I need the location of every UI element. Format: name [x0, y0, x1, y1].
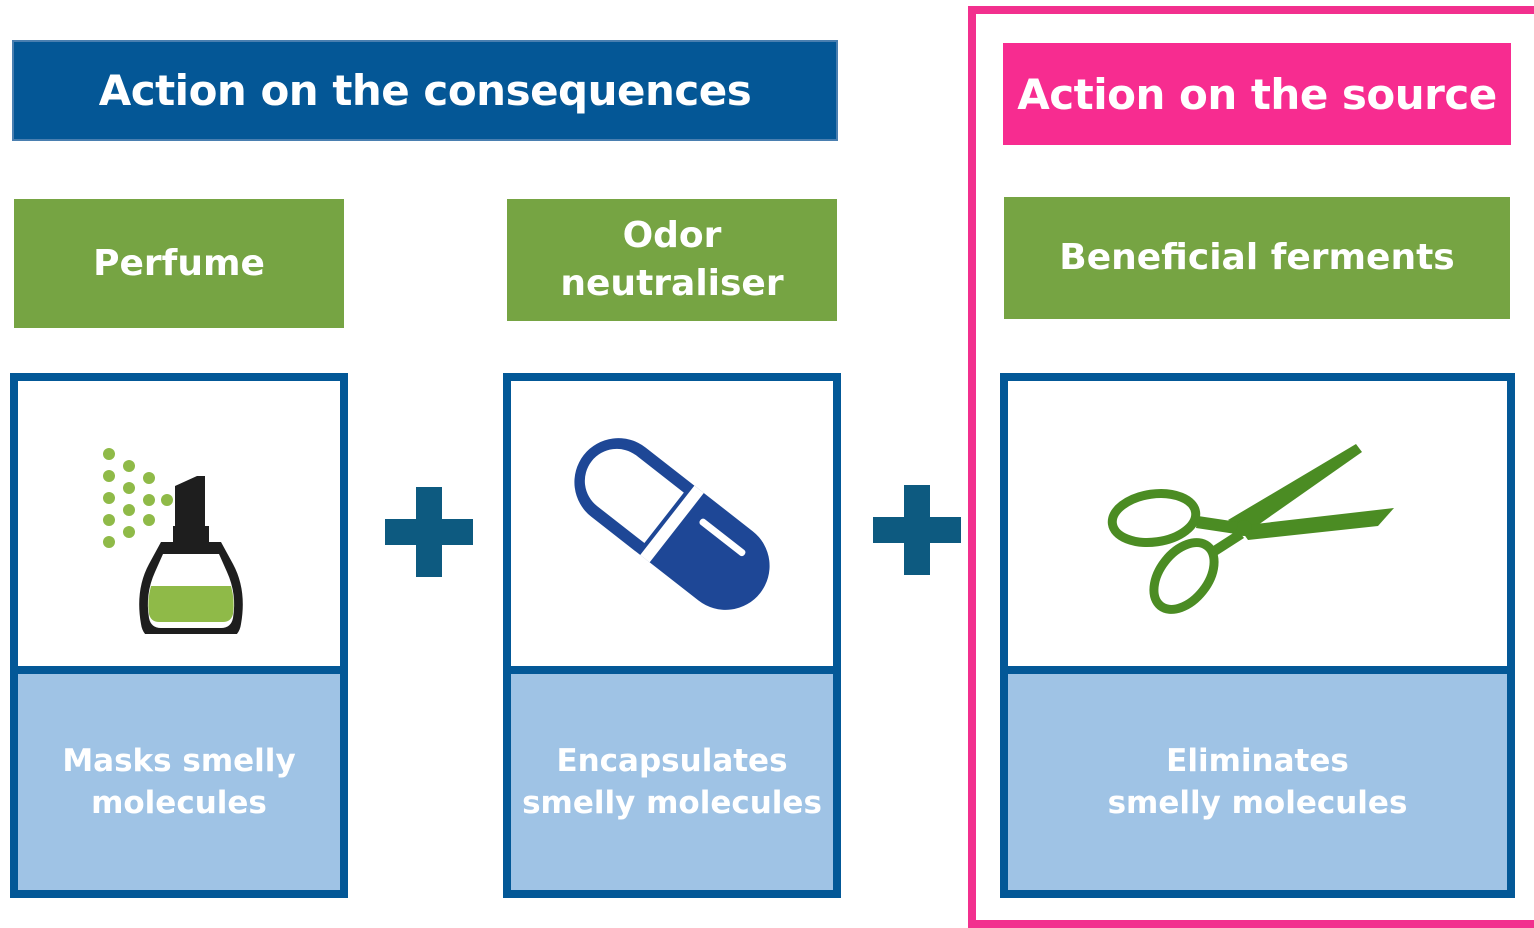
- beneficial-ferments-label: Beneficial ferments: [1004, 197, 1510, 319]
- odor-neutraliser-label: Odor neutraliser: [507, 199, 837, 321]
- odor-neutraliser-card: Encapsulates smelly molecules: [503, 373, 841, 898]
- odor-neutraliser-description-text: Encapsulates smelly molecules: [522, 743, 822, 821]
- perfume-description: Masks smelly molecules: [18, 666, 340, 890]
- beneficial-ferments-description-text: Eliminates smelly molecules: [1107, 743, 1408, 821]
- perfume-spray-icon: [103, 447, 243, 634]
- consequences-header-text: Action on the consequences: [98, 66, 752, 115]
- odor-neutraliser-label-text: Odor neutraliser: [560, 215, 784, 304]
- beneficial-ferments-label-text: Beneficial ferments: [1059, 237, 1455, 278]
- consequences-header: Action on the consequences: [12, 40, 838, 141]
- plus-icon: [385, 487, 473, 577]
- perfume-label: Perfume: [14, 199, 344, 328]
- perfume-description-text: Masks smelly molecules: [62, 743, 296, 821]
- perfume-label-text: Perfume: [93, 242, 265, 284]
- perfume-icon-area: [18, 381, 340, 666]
- source-header-text: Action on the source: [1017, 69, 1497, 119]
- plus-icon: [873, 485, 961, 575]
- perfume-card: Masks smelly molecules: [10, 373, 348, 898]
- beneficial-ferments-description: Eliminates smelly molecules: [1008, 666, 1507, 890]
- source-header: Action on the source: [1003, 43, 1511, 145]
- source-section-frame: [968, 6, 1534, 928]
- capsule-icon-area: [511, 381, 833, 666]
- beneficial-ferments-card: Eliminates smelly molecules: [1000, 373, 1515, 898]
- scissors-icon-area: [1008, 381, 1507, 666]
- odor-neutraliser-description: Encapsulates smelly molecules: [511, 666, 833, 890]
- capsule-icon: [574, 437, 770, 610]
- scissors-icon: [1107, 443, 1394, 614]
